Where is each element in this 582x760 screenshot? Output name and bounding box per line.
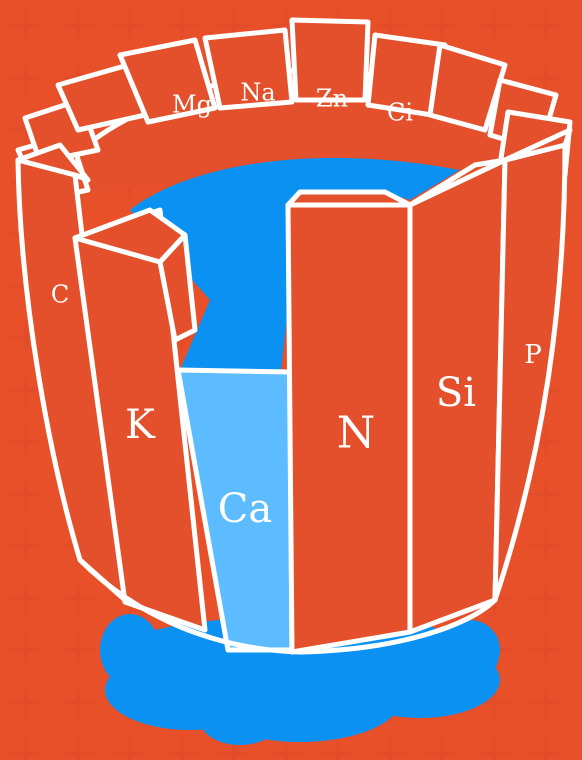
label-na: Na [240,79,275,107]
label-p: P [524,340,542,370]
stave-back-right-1 [427,42,508,133]
stave-p [492,142,568,603]
label-si: Si [436,370,476,416]
stave-na [202,27,295,111]
water-puddle [100,614,500,745]
label-k: K [125,402,156,448]
stave-mg [117,37,218,125]
back-staves [15,17,573,203]
water-surface [130,157,460,380]
barrel-bottom-rim [78,558,497,655]
stave-c [15,157,128,603]
front-staves [15,127,573,655]
label-zn: Zn [316,85,348,113]
stave-zn [289,17,371,103]
label-ci: Ci [387,99,413,127]
label-n: N [337,408,376,459]
label-ca: Ca [218,486,272,532]
label-mg: Mg [172,91,212,119]
label-c: C [51,281,69,309]
